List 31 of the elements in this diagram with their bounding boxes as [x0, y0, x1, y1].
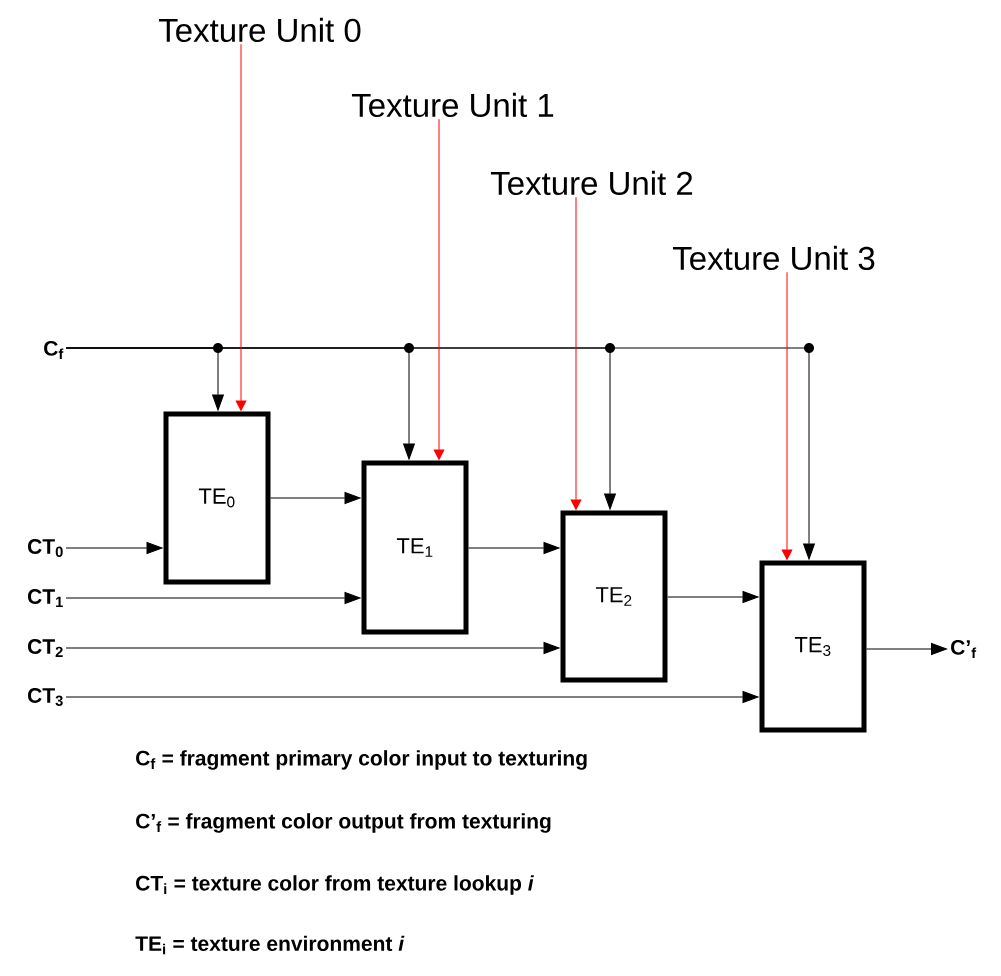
signal-label: C$_{f}$: [44, 340, 64, 360]
process-box: TE$_{1}$: [361, 460, 469, 635]
arrow: [781, 271, 793, 560]
arrow: [866, 643, 947, 655]
arrow: [65, 691, 759, 703]
signal-label: C’$_{f}$: [951, 639, 977, 659]
arrow: [65, 542, 163, 554]
signal-label: CT$_{1}$: [28, 589, 63, 607]
unit-label: Texture Unit 2: [490, 170, 693, 196]
signal-label: CT$_{3}$: [28, 688, 63, 706]
arrow: [65, 642, 560, 654]
arrow: [570, 196, 582, 510]
definition-text: TE$_{i}$ = texture environment i: [135, 935, 405, 955]
unit-label: Texture Unit 3: [672, 245, 875, 271]
unit-label: Texture Unit 0: [158, 17, 361, 43]
arrow: [65, 592, 361, 604]
process-box: TE$_{2}$: [560, 510, 668, 683]
definition-text: C$_{f}$ = fragment primary color input to texturing: [136, 750, 587, 770]
definition-text: C’$_{f}$ = fragment color output from texturing: [136, 813, 551, 833]
process-box: TE$_{0}$: [163, 411, 271, 585]
arrow: [270, 492, 361, 504]
process-box: TE$_{3}$: [759, 560, 867, 733]
unit-label: Texture Unit 1: [351, 92, 554, 118]
arrow: [65, 347, 815, 560]
arrow: [235, 43, 247, 411]
arrow: [433, 118, 445, 460]
signal-label: CT$_{0}$: [28, 539, 63, 557]
definition-text: CT$_{i}$ = texture color from texture lookup i: [136, 875, 534, 895]
arrow: [468, 542, 560, 554]
signal-label: CT$_{2}$: [28, 639, 63, 657]
arrow: [667, 591, 759, 603]
